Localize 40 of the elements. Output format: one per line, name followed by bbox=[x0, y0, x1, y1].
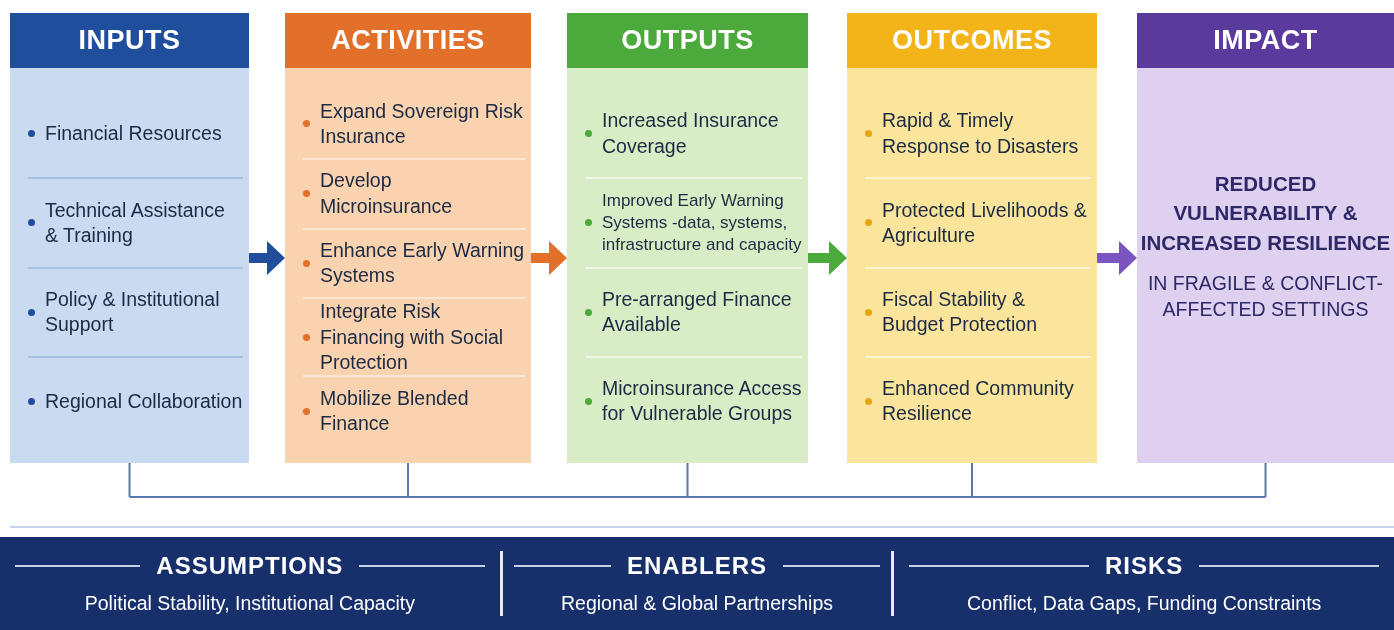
column-panel bbox=[10, 13, 249, 463]
arrow bbox=[531, 241, 567, 275]
column-header: IMPACT bbox=[1137, 13, 1394, 68]
list-item: Fiscal Stability & Budget Protection bbox=[882, 286, 1039, 338]
list-item: Regional Collaboration bbox=[45, 388, 243, 414]
list-item: Policy & Institutional Support bbox=[45, 286, 221, 338]
list-item: Develop Microinsurance bbox=[320, 168, 454, 219]
list-item: Enhanced Community Resilience bbox=[882, 376, 1075, 427]
list-item: Enhance Early Warning Systems bbox=[320, 238, 525, 289]
list-item: Pre-arranged Finance Available bbox=[602, 286, 793, 338]
column-header: OUTCOMES bbox=[847, 13, 1097, 68]
column-panel bbox=[285, 13, 531, 463]
footer-band bbox=[0, 537, 1394, 630]
section-heading: RISKS bbox=[1105, 552, 1184, 580]
impact-context: IN FRAGILE & CONFLICT-AFFECTED SETTINGS bbox=[1146, 270, 1385, 323]
impact-column bbox=[1137, 13, 1394, 463]
list-item: Rapid & Timely Response to Disasters bbox=[882, 108, 1080, 159]
column-panel bbox=[567, 13, 808, 463]
section-heading: ASSUMPTIONS bbox=[156, 552, 344, 580]
impact-statement: REDUCED VULNERABILITY & INCREASED RESILIENCE bbox=[1139, 170, 1392, 257]
list-item: Improved Early Warning Systems -data, systems, infrastructure and capacity bbox=[602, 189, 802, 256]
list-item: Microinsurance Access for Vulnerable Groups bbox=[602, 376, 802, 427]
list-item: Protected Livelihoods & Agriculture bbox=[882, 197, 1088, 248]
list-item: Increased Insurance Coverage bbox=[602, 108, 780, 159]
column-panel bbox=[847, 13, 1097, 463]
column-header: INPUTS bbox=[10, 13, 249, 68]
list-item: Mobilize Blended Finance bbox=[320, 385, 470, 437]
section-text: Conflict, Data Gaps, Funding Constraints bbox=[966, 592, 1322, 615]
arrow bbox=[1097, 241, 1137, 275]
list-item: Financial Resources bbox=[45, 120, 222, 146]
column-header: OUTPUTS bbox=[567, 13, 808, 68]
section-text: Regional & Global Partnerships bbox=[560, 592, 834, 615]
section-heading: ENABLERS bbox=[627, 552, 767, 580]
section-text: Political Stability, Institutional Capacity bbox=[84, 592, 415, 615]
list-item: Integrate Risk Financing with Social Protection bbox=[320, 299, 505, 375]
list-item: Expand Sovereign Risk Insurance bbox=[320, 98, 524, 149]
arrow bbox=[808, 241, 847, 275]
list-item: Technical Assistance & Training bbox=[45, 197, 226, 248]
column-header: ACTIVITIES bbox=[285, 13, 531, 68]
arrow bbox=[249, 241, 285, 275]
